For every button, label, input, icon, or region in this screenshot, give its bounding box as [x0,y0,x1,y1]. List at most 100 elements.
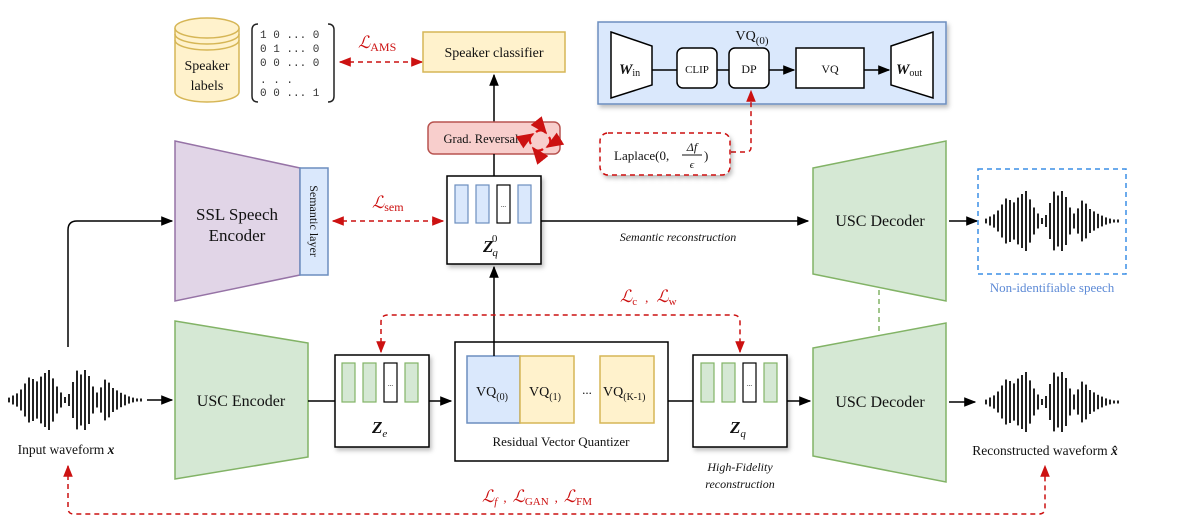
matrix-row: 1 0 ... 0 [260,30,319,42]
waveform-bar [1017,378,1019,426]
waveform-bar [48,370,50,430]
w-out-projection [890,30,934,100]
waveform-bar [128,396,130,404]
vq0-panel-title: VQ(0) [735,29,768,47]
waveform-bar [68,394,70,406]
waveform-bar [88,376,90,424]
noise-to-dp-arrow [731,89,756,153]
waveform-bar [1045,215,1047,227]
waveform-bar [1001,204,1003,238]
semantic-reconstruction-label: Semantic reconstruction [620,230,737,244]
non-identifiable-waveform [985,191,1119,251]
waveform-bar [1049,384,1051,420]
waveform-bar [1069,388,1071,416]
rvq-block-vq1 [519,355,575,424]
waveform-bar [96,392,98,408]
waveform-bar [1009,200,1011,242]
waveform-bar [12,395,14,405]
waveform-bar [1025,191,1027,251]
waveform-bar [993,214,995,228]
rvq-vq0-label: VQ(0) [476,385,508,403]
waveform-bar [1073,213,1075,229]
waveform-bar [1109,399,1111,405]
waveform-bar [1021,194,1023,248]
waveform-bar [1057,376,1059,428]
waveform-bar [1005,379,1007,425]
matrix-row: 0 0 ... 0 [260,58,319,70]
waveform-bar [44,373,46,427]
waveform-bar [1097,394,1099,410]
waveform-bar [1085,384,1087,420]
waveform-bar [1057,195,1059,247]
vq0-detail-panel [597,21,947,105]
token-cell [404,362,419,403]
token-cell [341,362,356,403]
waveform-bar [1037,394,1039,410]
waveform-bar [1097,213,1099,229]
speaker-labels-database: Speaker labels [174,17,240,103]
w-in-label: Win [619,62,640,79]
waveform-bar [1117,219,1119,223]
waveform-bar [1061,191,1063,251]
w-in-projection [610,30,653,100]
commitment-loss-label: ℒc,ℒw [620,287,677,308]
usc-decoder-semantic [812,140,947,302]
rvq-vq1-label: VQ(1) [529,385,561,403]
waveform-bar [1073,394,1075,410]
rvq-vqk-label: VQ(K-1) [603,385,645,403]
waveform-bar [56,386,58,414]
waveform-bar [997,391,999,413]
clip-label: CLIP [685,64,709,76]
waveform-bar [40,376,42,424]
waveform-bar [132,397,134,403]
database-icon [174,28,240,103]
waveform-bar [1037,213,1039,229]
matrix-row: 0 1 ... 0 [260,44,319,56]
input-waveform-label: Input waveform x [18,442,115,457]
token-cell [517,184,532,224]
waveform-bar [1105,217,1107,225]
speaker-labels-line2: labels [191,79,224,94]
waveform-bar [120,392,122,408]
waveform-bar [1049,203,1051,239]
waveform-bar [1021,375,1023,429]
waveform-bar [1013,383,1015,421]
waveform-bar [84,370,86,430]
waveform-bar [64,397,66,403]
one-hot-matrix: 1 0 ... 0 0 1 ... 0 0 0 ... 0 . . . 0 0 … [251,23,335,103]
waveform-bar [1001,385,1003,419]
usc-encoder [174,320,309,480]
waveform-bar [1053,372,1055,432]
waveform-bar [124,394,126,406]
laplace-noise-box [599,132,731,176]
waveform-bar [989,216,991,226]
waveform-bar [1041,218,1043,224]
ze-box: ... Ze [334,354,430,448]
token-cell [763,362,778,403]
waveform-bar [993,395,995,409]
waveform-bar [989,397,991,407]
ams-loss-label: ℒAMS [358,33,396,54]
waveform-bar [92,386,94,414]
waveform-bar [28,377,30,423]
waveform-bar [1053,191,1055,251]
waveform-bar [104,379,106,421]
waveform-bar [1065,378,1067,426]
input-to-ssl-arrow [67,216,174,347]
waveform-bar [1109,218,1111,224]
sem-loss-label: ℒsem [372,193,404,214]
waveform-bar [116,390,118,410]
laplace-prefix: Laplace(0, [614,148,669,163]
waveform-bar [136,398,138,402]
w-out-label: Wout [896,62,922,79]
waveform-bar [1061,372,1063,432]
speaker-classifier-box [422,31,566,73]
token-cell [454,184,469,224]
waveform-bar [1005,198,1007,244]
matrix-row: . . . [260,75,293,87]
rvq-block-vqk [599,355,655,424]
dp-label: DP [741,62,757,76]
vq-label: VQ [821,62,839,76]
waveform-bar [20,389,22,411]
